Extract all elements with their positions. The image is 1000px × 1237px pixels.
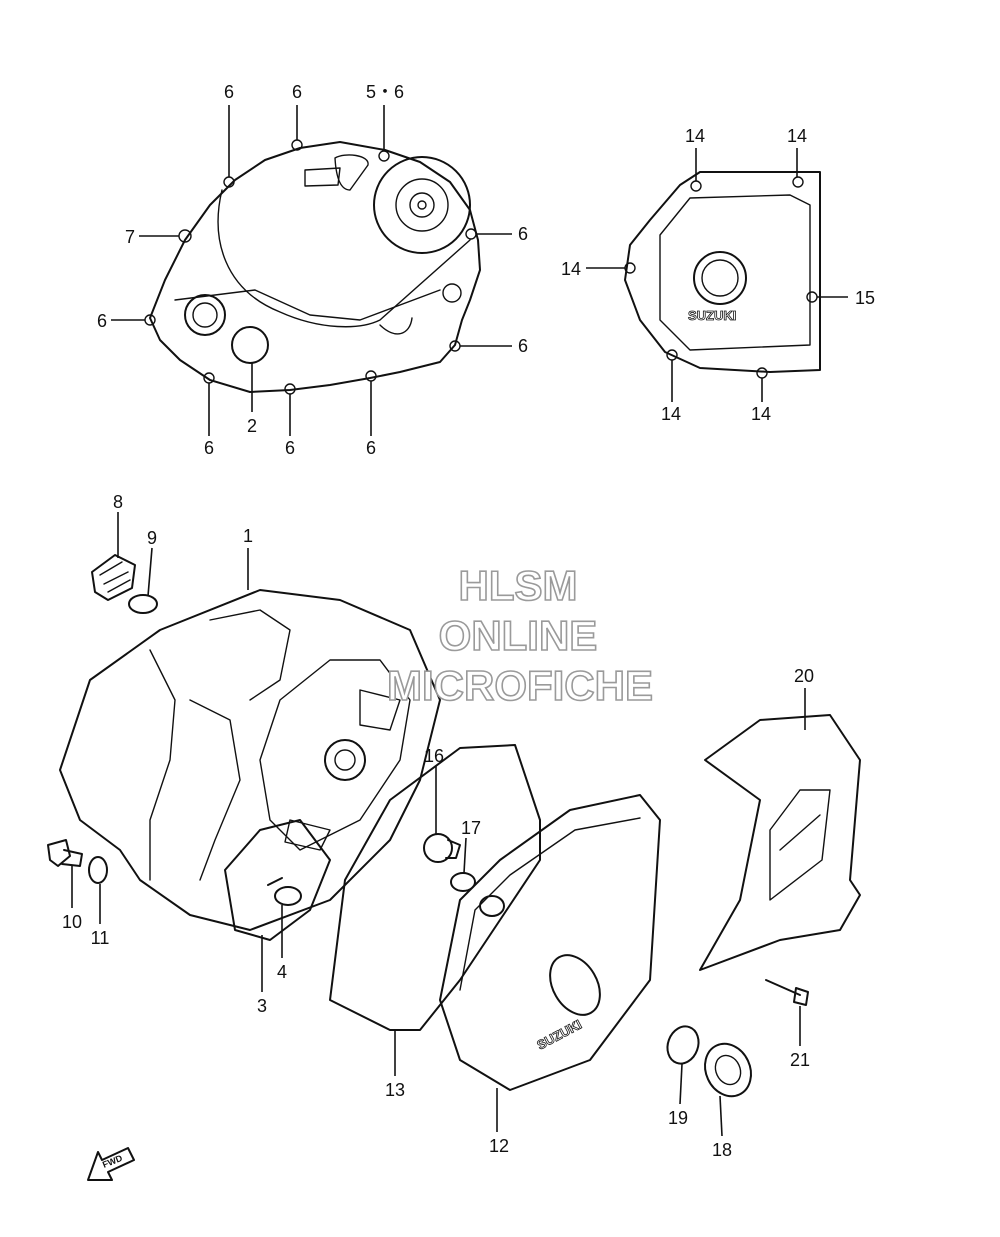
callout: 12 [489, 1136, 509, 1156]
crankcase-cover-part-1 [59, 589, 441, 931]
callout: 1 [243, 526, 253, 546]
callout: 6 [97, 311, 107, 331]
callout: 6 [224, 82, 234, 102]
callout: 3 [257, 996, 267, 1016]
gasket-11 [88, 856, 108, 884]
callout: 13 [385, 1080, 405, 1100]
callout: 6 [292, 82, 302, 102]
callout: 14 [751, 404, 771, 424]
callout: 17 [461, 818, 481, 838]
callout: 20 [794, 666, 814, 686]
callout: 15 [855, 288, 875, 308]
bolt-21 [765, 979, 809, 1006]
plug-18 [704, 1042, 752, 1098]
o-ring-9 [128, 594, 158, 614]
leader-lines [71, 105, 848, 1137]
callout-labels: 6 6 5・6 7 6 6 6 6 2 6 6 14 14 14 15 14 1… [62, 82, 875, 1160]
callout: 14 [661, 404, 681, 424]
drain-plug-10 [47, 839, 83, 867]
suzuki-logo-small: SUZUKI [688, 308, 736, 323]
callout: 9 [147, 528, 157, 548]
fwd-label: FWD [101, 1153, 124, 1170]
gasket-13 [329, 744, 541, 1031]
sprocket-cover-20 [699, 714, 861, 971]
callout: 6 [518, 336, 528, 356]
callout: 14 [787, 126, 807, 146]
callout: 2 [247, 416, 257, 436]
watermark-line-1: HLSM [459, 562, 578, 609]
callout: 6 [285, 438, 295, 458]
callout: 16 [424, 746, 444, 766]
callout: 4 [277, 962, 287, 982]
callout: 10 [62, 912, 82, 932]
suzuki-logo-large: SUZUKI [534, 1017, 584, 1053]
callout: 5・6 [366, 82, 404, 102]
o-ring-19 [666, 1025, 700, 1065]
callout: 14 [685, 126, 705, 146]
watermark: HLSM ONLINE MICROFICHE [386, 561, 654, 710]
o-ring-17 [450, 872, 476, 892]
gasket-3 [224, 819, 331, 941]
generator-cover-12: SUZUKI [439, 794, 661, 1091]
callout: 18 [712, 1140, 732, 1160]
generator-cover-outline: SUZUKI [624, 171, 821, 379]
callout: 11 [91, 928, 110, 948]
fwd-arrow-icon: FWD [87, 1147, 135, 1181]
cap-16 [423, 833, 461, 863]
callout: 6 [204, 438, 214, 458]
clutch-cover-outline [144, 139, 481, 395]
watermark-line-3: MICROFICHE [387, 662, 653, 709]
callout: 19 [668, 1108, 688, 1128]
oil-filler-cap-8 [91, 554, 136, 601]
callout: 6 [518, 224, 528, 244]
callout: 8 [113, 492, 123, 512]
watermark-line-2: ONLINE [439, 612, 598, 659]
callout: 6 [366, 438, 376, 458]
callout: 7 [125, 227, 135, 247]
dowel-pin-4 [267, 877, 302, 906]
callout: 14 [561, 259, 581, 279]
callout: 21 [790, 1050, 810, 1070]
